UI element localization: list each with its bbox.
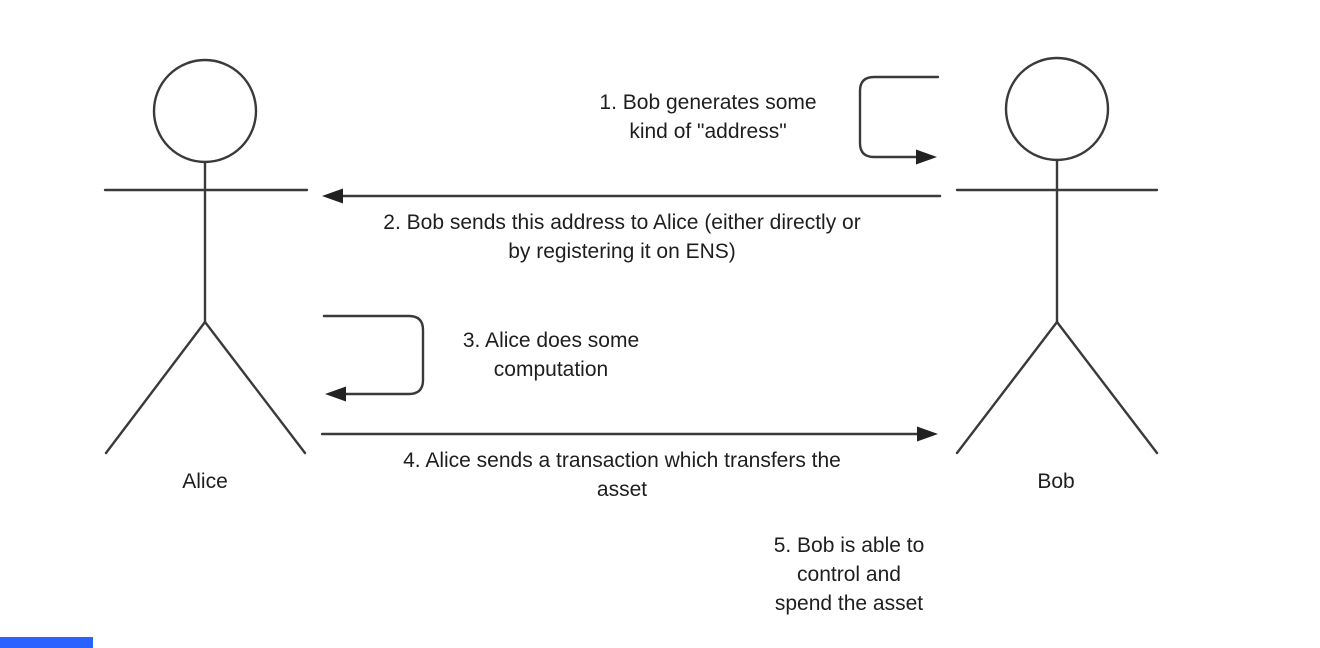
- alice-label: Alice: [182, 470, 228, 493]
- bob-self-loop-path: [858, 75, 940, 159]
- alice-left-leg: [104, 320, 207, 455]
- alice-head: [152, 58, 258, 164]
- alice-stick-figure: [103, 58, 309, 455]
- bottom-left-accent-bar: [0, 637, 93, 648]
- step4-label: 4. Alice sends a transaction which trans…: [403, 449, 841, 501]
- arrowhead-right-icon: [917, 426, 938, 442]
- bob-right-leg: [1055, 320, 1159, 455]
- alice-self-loop-arrow: [322, 314, 425, 402]
- bob-head: [1004, 56, 1110, 162]
- arrowhead-right-icon: [916, 149, 937, 165]
- arrowhead-left-icon: [322, 188, 343, 204]
- arrowhead-left-icon: [325, 386, 346, 402]
- step2-label: 2. Bob sends this address to Alice (eith…: [383, 211, 861, 263]
- alice-self-loop-path: [322, 314, 425, 396]
- bob-to-alice-arrow: [322, 188, 942, 204]
- alice-right-leg: [203, 320, 307, 455]
- bob-left-leg: [955, 320, 1059, 455]
- step1-label: 1. Bob generates some kind of "address": [599, 91, 817, 143]
- bob-label: Bob: [1037, 470, 1075, 493]
- bob-self-loop-arrow: [858, 75, 940, 165]
- step3-label: 3. Alice does some computation: [462, 329, 640, 381]
- alice-to-bob-arrow: [320, 426, 938, 442]
- step5-label: 5. Bob is able to control and spend the …: [773, 534, 925, 615]
- bob-stick-figure: [955, 56, 1159, 455]
